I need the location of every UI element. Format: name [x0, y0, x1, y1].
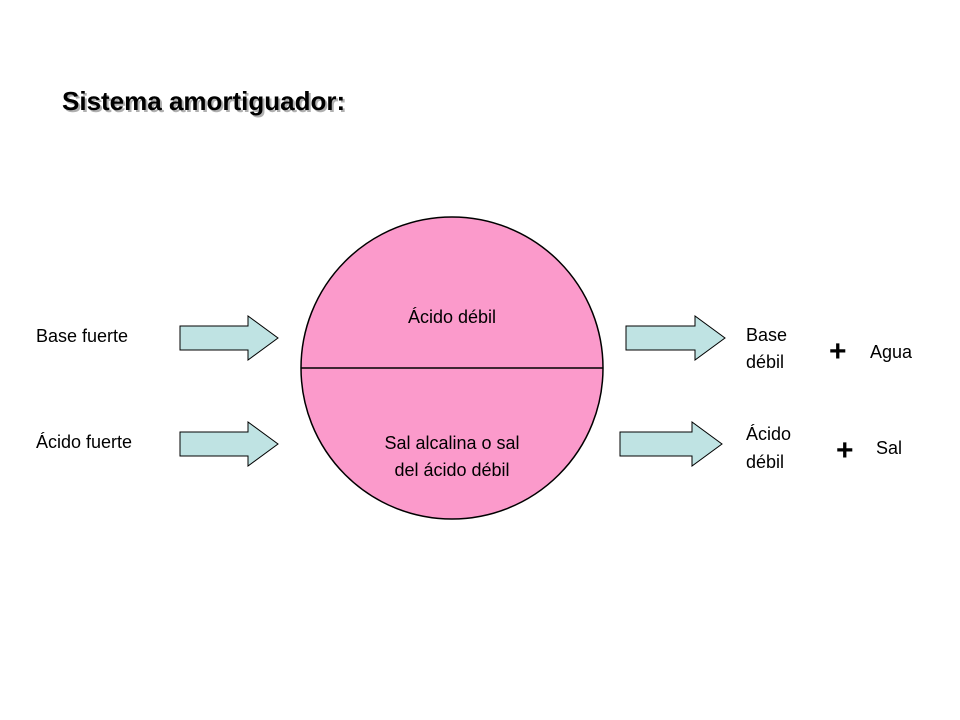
label-acido-debil: Ácido débil — [407, 307, 497, 327]
plus-sign-top: + — [829, 335, 847, 368]
label-acido-debil-product-line1: Ácido — [746, 424, 792, 444]
label-acido-fuerte: Ácido fuerte — [36, 432, 133, 452]
plus-sign-bottom: + — [836, 434, 854, 467]
label-base-debil-line2: débil — [746, 352, 785, 372]
label-agua: Agua — [870, 342, 913, 362]
label-sal-alcalina: Sal alcalina o sal del ácido débil — [342, 430, 562, 484]
label-base-debil-line1: Base — [746, 325, 788, 345]
arrow-to-base-debil — [625, 315, 726, 361]
label-acido-debil-product: Ácido débil — [746, 420, 791, 476]
label-sal-alcalina-line2: del ácido débil — [394, 460, 510, 480]
label-acido-debil-product-line2: débil — [746, 452, 785, 472]
arrow-base-fuerte — [179, 315, 279, 361]
label-base-debil: Base débil — [746, 322, 787, 376]
label-base-fuerte: Base fuerte — [36, 326, 129, 346]
label-sal-alcalina-line1: Sal alcalina o sal — [384, 433, 520, 453]
page-title: Sistema amortiguador: — [62, 86, 346, 116]
label-sal: Sal — [876, 438, 903, 458]
arrow-acido-fuerte — [179, 421, 279, 467]
arrow-to-acido-debil — [619, 421, 723, 467]
